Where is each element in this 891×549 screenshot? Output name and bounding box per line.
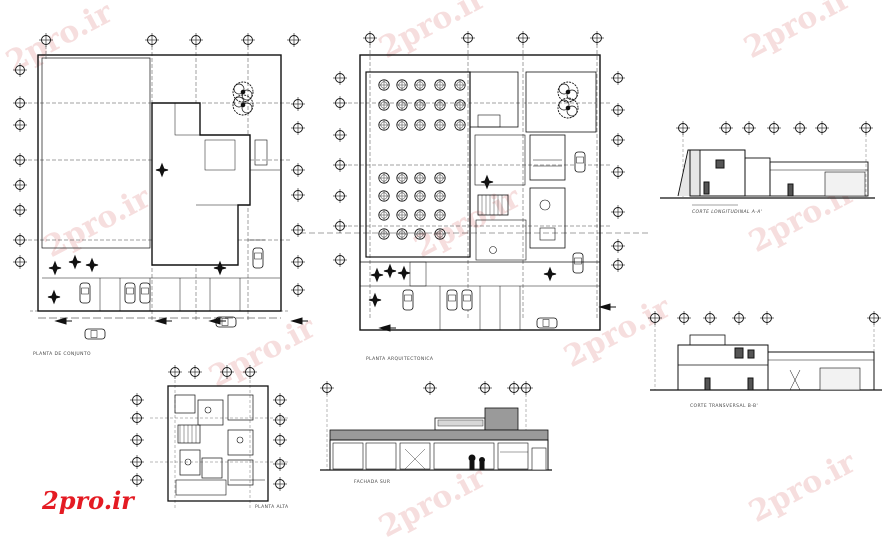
facade-title: FACHADA SUR bbox=[354, 480, 391, 485]
facade-south bbox=[319, 380, 552, 471]
brand-logo[interactable]: 2pro.ir bbox=[42, 486, 134, 515]
longitudinal-section bbox=[660, 120, 875, 206]
cross-section bbox=[647, 310, 882, 391]
architectural-plan-title: PLANTA ARQUITECTONICA bbox=[366, 357, 434, 362]
site-plan-title: PLANTA DE CONJUNTO bbox=[33, 352, 91, 357]
cross-section-title: CORTE TRANSVERSAL B-B' bbox=[690, 404, 759, 409]
longitudinal-section-title: CORTE LONGITUDINAL A-A' bbox=[692, 210, 763, 215]
architectural-plan bbox=[300, 30, 650, 332]
site-plan bbox=[12, 32, 309, 340]
upper-floor-plan bbox=[129, 364, 288, 508]
upper-floor-title: PLANTA ALTA bbox=[255, 505, 289, 510]
